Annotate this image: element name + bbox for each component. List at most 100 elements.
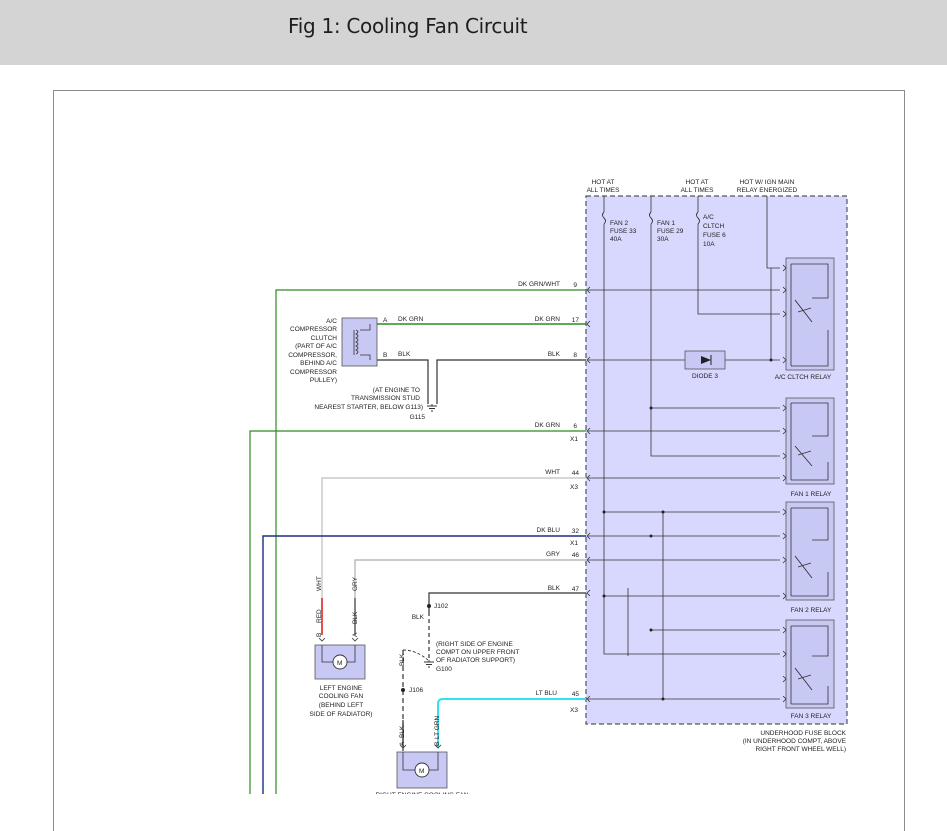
- right-fan-pin-b: B: [434, 742, 441, 746]
- splice-j106: [401, 688, 405, 692]
- conn-x3-a: X3: [570, 484, 578, 491]
- relay-label-fan3: FAN 3 RELAY: [791, 713, 832, 720]
- right-cooling-fan-motor: [396, 744, 448, 789]
- right-fan-pin-a: A: [399, 741, 406, 746]
- ground-g100-label: (RIGHT SIDE OF ENGINE COMPT ON UPPER FRO…: [436, 641, 519, 673]
- wire-label-45: LT BLU: [536, 690, 558, 697]
- svg-text:A/C: A/C: [326, 318, 337, 325]
- svg-text:COMPRESSOR: COMPRESSOR: [290, 326, 337, 333]
- fuse-block-internal-wiring: [588, 196, 780, 700]
- ground-g100-symbol: [402, 649, 434, 668]
- wire-label-46: GRY: [546, 551, 561, 558]
- svg-text:G115: G115: [410, 414, 426, 421]
- fuse-fan1-l2: FUSE 29: [657, 228, 684, 235]
- svg-text:LEFT ENGINE: LEFT ENGINE: [320, 685, 363, 692]
- pin-45: 45: [572, 691, 580, 698]
- fuse-fan2-l2: FUSE 33: [610, 228, 637, 235]
- compressor-label: A/C COMPRESSOR CLUTCH (PART OF A/C COMPR…: [288, 318, 337, 384]
- left-fan-wire1-bot: RED: [316, 609, 323, 623]
- splice-j106-label: J106: [409, 687, 423, 694]
- fan1-relay: [785, 397, 835, 485]
- wire-lt-blu-45: [437, 698, 586, 748]
- supply-label-3a: HOT W/ IGN MAIN: [740, 179, 795, 186]
- left-fan-label: LEFT ENGINE COOLING FAN (BEHIND LEFT SID…: [310, 685, 373, 718]
- wire-label-9: DK GRN/WHT: [518, 281, 560, 288]
- svg-text:(IN UNDERHOOD COMPT, ABOVE: (IN UNDERHOOD COMPT, ABOVE: [743, 738, 847, 745]
- fuse-ac-l3: FUSE 6: [703, 232, 726, 239]
- splice-j102-label: J102: [434, 603, 448, 610]
- svg-text:SIDE OF RADIATOR): SIDE OF RADIATOR): [310, 711, 373, 718]
- wire-dk-grn-wht: [275, 289, 586, 794]
- svg-text:COMPRESSOR,: COMPRESSOR,: [288, 352, 337, 359]
- svg-text:COOLING FAN: COOLING FAN: [319, 693, 364, 700]
- supply-label-2b: ALL TIMES: [681, 187, 715, 194]
- ground-g115-symbol: [427, 404, 437, 412]
- fuse-ac-l2: CLTCH: [703, 223, 724, 230]
- pin-44: 44: [572, 470, 580, 477]
- compressor-pin-a: A: [383, 317, 388, 324]
- wire-blk-8: [377, 359, 586, 404]
- left-fan-wire2-top: GRY: [352, 576, 359, 591]
- svg-text:PULLEY): PULLEY): [310, 377, 337, 384]
- junction-dots: [602, 358, 773, 701]
- right-fan-wire-b: LT GRN: [434, 715, 441, 739]
- supply-label-2a: HOT AT: [686, 179, 709, 186]
- left-fan-wire1-top: WHT: [316, 576, 323, 591]
- left-fan-wire2-bot: BLK: [352, 611, 359, 624]
- left-fan-pin2: A: [352, 632, 359, 637]
- wire-blk-47: [428, 592, 586, 612]
- conn-x1-a: X1: [570, 436, 578, 443]
- svg-text:COMPRESSOR: COMPRESSOR: [290, 369, 337, 376]
- ground-g115-label: (AT ENGINE TO TRANSMISSION STUD NEAREST …: [314, 387, 425, 421]
- svg-text:(AT ENGINE TO: (AT ENGINE TO: [373, 387, 420, 394]
- splice-j102: [427, 604, 431, 608]
- page-title: Fig 1: Cooling Fan Circuit: [288, 14, 528, 38]
- connector-chevrons: [586, 264, 787, 703]
- pin-17: 17: [572, 317, 580, 324]
- svg-text:RIGHT FRONT WHEEL WELL): RIGHT FRONT WHEEL WELL): [755, 746, 846, 753]
- fuse-fan2-l3: 40A: [610, 236, 622, 243]
- wire-label-44: WHT: [545, 469, 560, 476]
- svg-text:BEHIND A/C: BEHIND A/C: [300, 360, 337, 367]
- wire-dk-grn-6: [249, 430, 586, 794]
- supply-label-1a: HOT AT: [592, 179, 615, 186]
- supply-label-3b: RELAY ENERGIZED: [737, 187, 798, 194]
- right-fan-label: RIGHT ENGINE COOLING FAN: [375, 792, 468, 799]
- right-fan-motor-m: M: [419, 768, 424, 775]
- pin-9: 9: [573, 282, 577, 289]
- wire-label-47: BLK: [548, 585, 561, 592]
- ac-compressor-clutch: [341, 317, 378, 367]
- fuse-ac-l1: A/C: [703, 214, 714, 221]
- svg-text:(PART OF A/C: (PART OF A/C: [295, 343, 337, 350]
- svg-text:COMPT ON UPPER FRONT: COMPT ON UPPER FRONT: [436, 649, 519, 656]
- relay-label-fan2: FAN 2 RELAY: [791, 607, 832, 614]
- conn-x1-b: X1: [570, 540, 578, 547]
- page-header: Fig 1: Cooling Fan Circuit: [0, 0, 947, 65]
- wire-label-32: DK BLU: [537, 527, 561, 534]
- compressor-wire-a: DK GRN: [398, 316, 424, 323]
- wire-dk-blu-32: [262, 535, 586, 794]
- conn-x3-b: X3: [570, 707, 578, 714]
- wire-label-blk-j102: BLK: [412, 614, 425, 621]
- left-fan-motor-m: M: [337, 660, 342, 667]
- relay-label-fan1: FAN 1 RELAY: [791, 491, 832, 498]
- fuse-fan1-l1: FAN 1: [657, 220, 675, 227]
- fuse-fan1-l3: 30A: [657, 236, 669, 243]
- fuse-ac-l4: 10A: [703, 241, 715, 248]
- wire-label-blk-vertical: BLK: [399, 653, 406, 666]
- wire-label-17: DK GRN: [535, 316, 561, 323]
- wire-gry-46: [354, 559, 586, 598]
- wire-label-6: DK GRN: [535, 422, 561, 429]
- wire-wht-44: [321, 477, 586, 598]
- fan2-relay: [785, 501, 835, 601]
- wire-label-8: BLK: [548, 351, 561, 358]
- right-fan-wire-a: BLK: [399, 725, 406, 738]
- compressor-wire-b: BLK: [398, 351, 411, 358]
- svg-text:OF RADIATOR SUPPORT): OF RADIATOR SUPPORT): [436, 657, 515, 664]
- left-cooling-fan-motor: [314, 637, 366, 680]
- supply-label-1b: ALL TIMES: [587, 187, 621, 194]
- left-fan-pin1: B: [316, 633, 323, 637]
- svg-text:UNDERHOOD FUSE BLOCK: UNDERHOOD FUSE BLOCK: [760, 730, 846, 737]
- pin-47: 47: [572, 586, 580, 593]
